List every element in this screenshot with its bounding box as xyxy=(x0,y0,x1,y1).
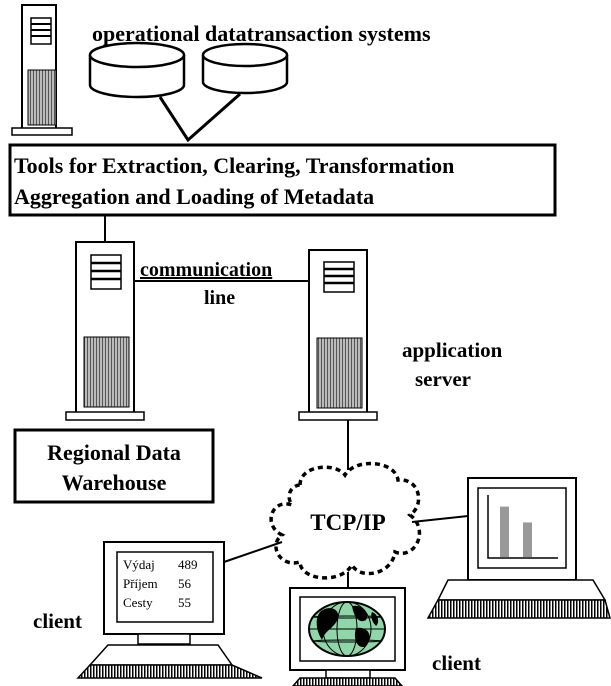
warehouse-server-icon xyxy=(65,241,145,421)
server-label: server xyxy=(415,367,471,391)
operational-server-icon xyxy=(11,4,73,136)
screen-row-value: 56 xyxy=(178,576,192,591)
client-bottom-label: client xyxy=(432,651,481,675)
tools-box xyxy=(8,143,557,217)
operational-systems-label: operational datatransaction systems xyxy=(92,21,431,46)
database-connector xyxy=(158,92,241,143)
screen-row-value: 55 xyxy=(178,595,191,610)
warehouse-box xyxy=(13,428,215,504)
right-client-computer-icon xyxy=(426,477,611,619)
application-server-icon xyxy=(298,249,378,421)
left-client-computer-icon xyxy=(76,541,263,679)
tcpip-label: TCP/IP xyxy=(310,510,385,535)
database-cylinder-icon xyxy=(201,42,289,95)
mini-bar xyxy=(523,522,532,557)
globe-icon xyxy=(308,601,386,657)
warehouse-label-line2: Warehouse xyxy=(62,470,167,495)
line-label: line xyxy=(204,287,235,309)
communication-label: communication xyxy=(140,259,272,281)
client-left-label: client xyxy=(33,609,82,633)
screen-row-label: Cesty xyxy=(123,595,153,610)
tools-label-line1: Tools for Extraction, Clearing, Transfor… xyxy=(14,153,454,178)
network-to-left-client-line xyxy=(223,541,283,563)
tools-label-line2: Aggregation and Loading of Metadata xyxy=(14,184,374,209)
warehouse-label-line1: Regional Data xyxy=(47,440,181,465)
screen-row-value: 489 xyxy=(178,557,198,572)
application-label: application xyxy=(402,338,503,362)
network-cloud-icon xyxy=(269,461,422,580)
network-to-right-client-line xyxy=(411,515,469,523)
screen-row-label: Výdaj xyxy=(123,557,155,572)
database-cylinder-icon xyxy=(88,41,186,99)
mini-bar xyxy=(500,506,509,557)
mini-bar-chart xyxy=(500,506,532,557)
screen-row-label: Příjem xyxy=(123,576,158,591)
